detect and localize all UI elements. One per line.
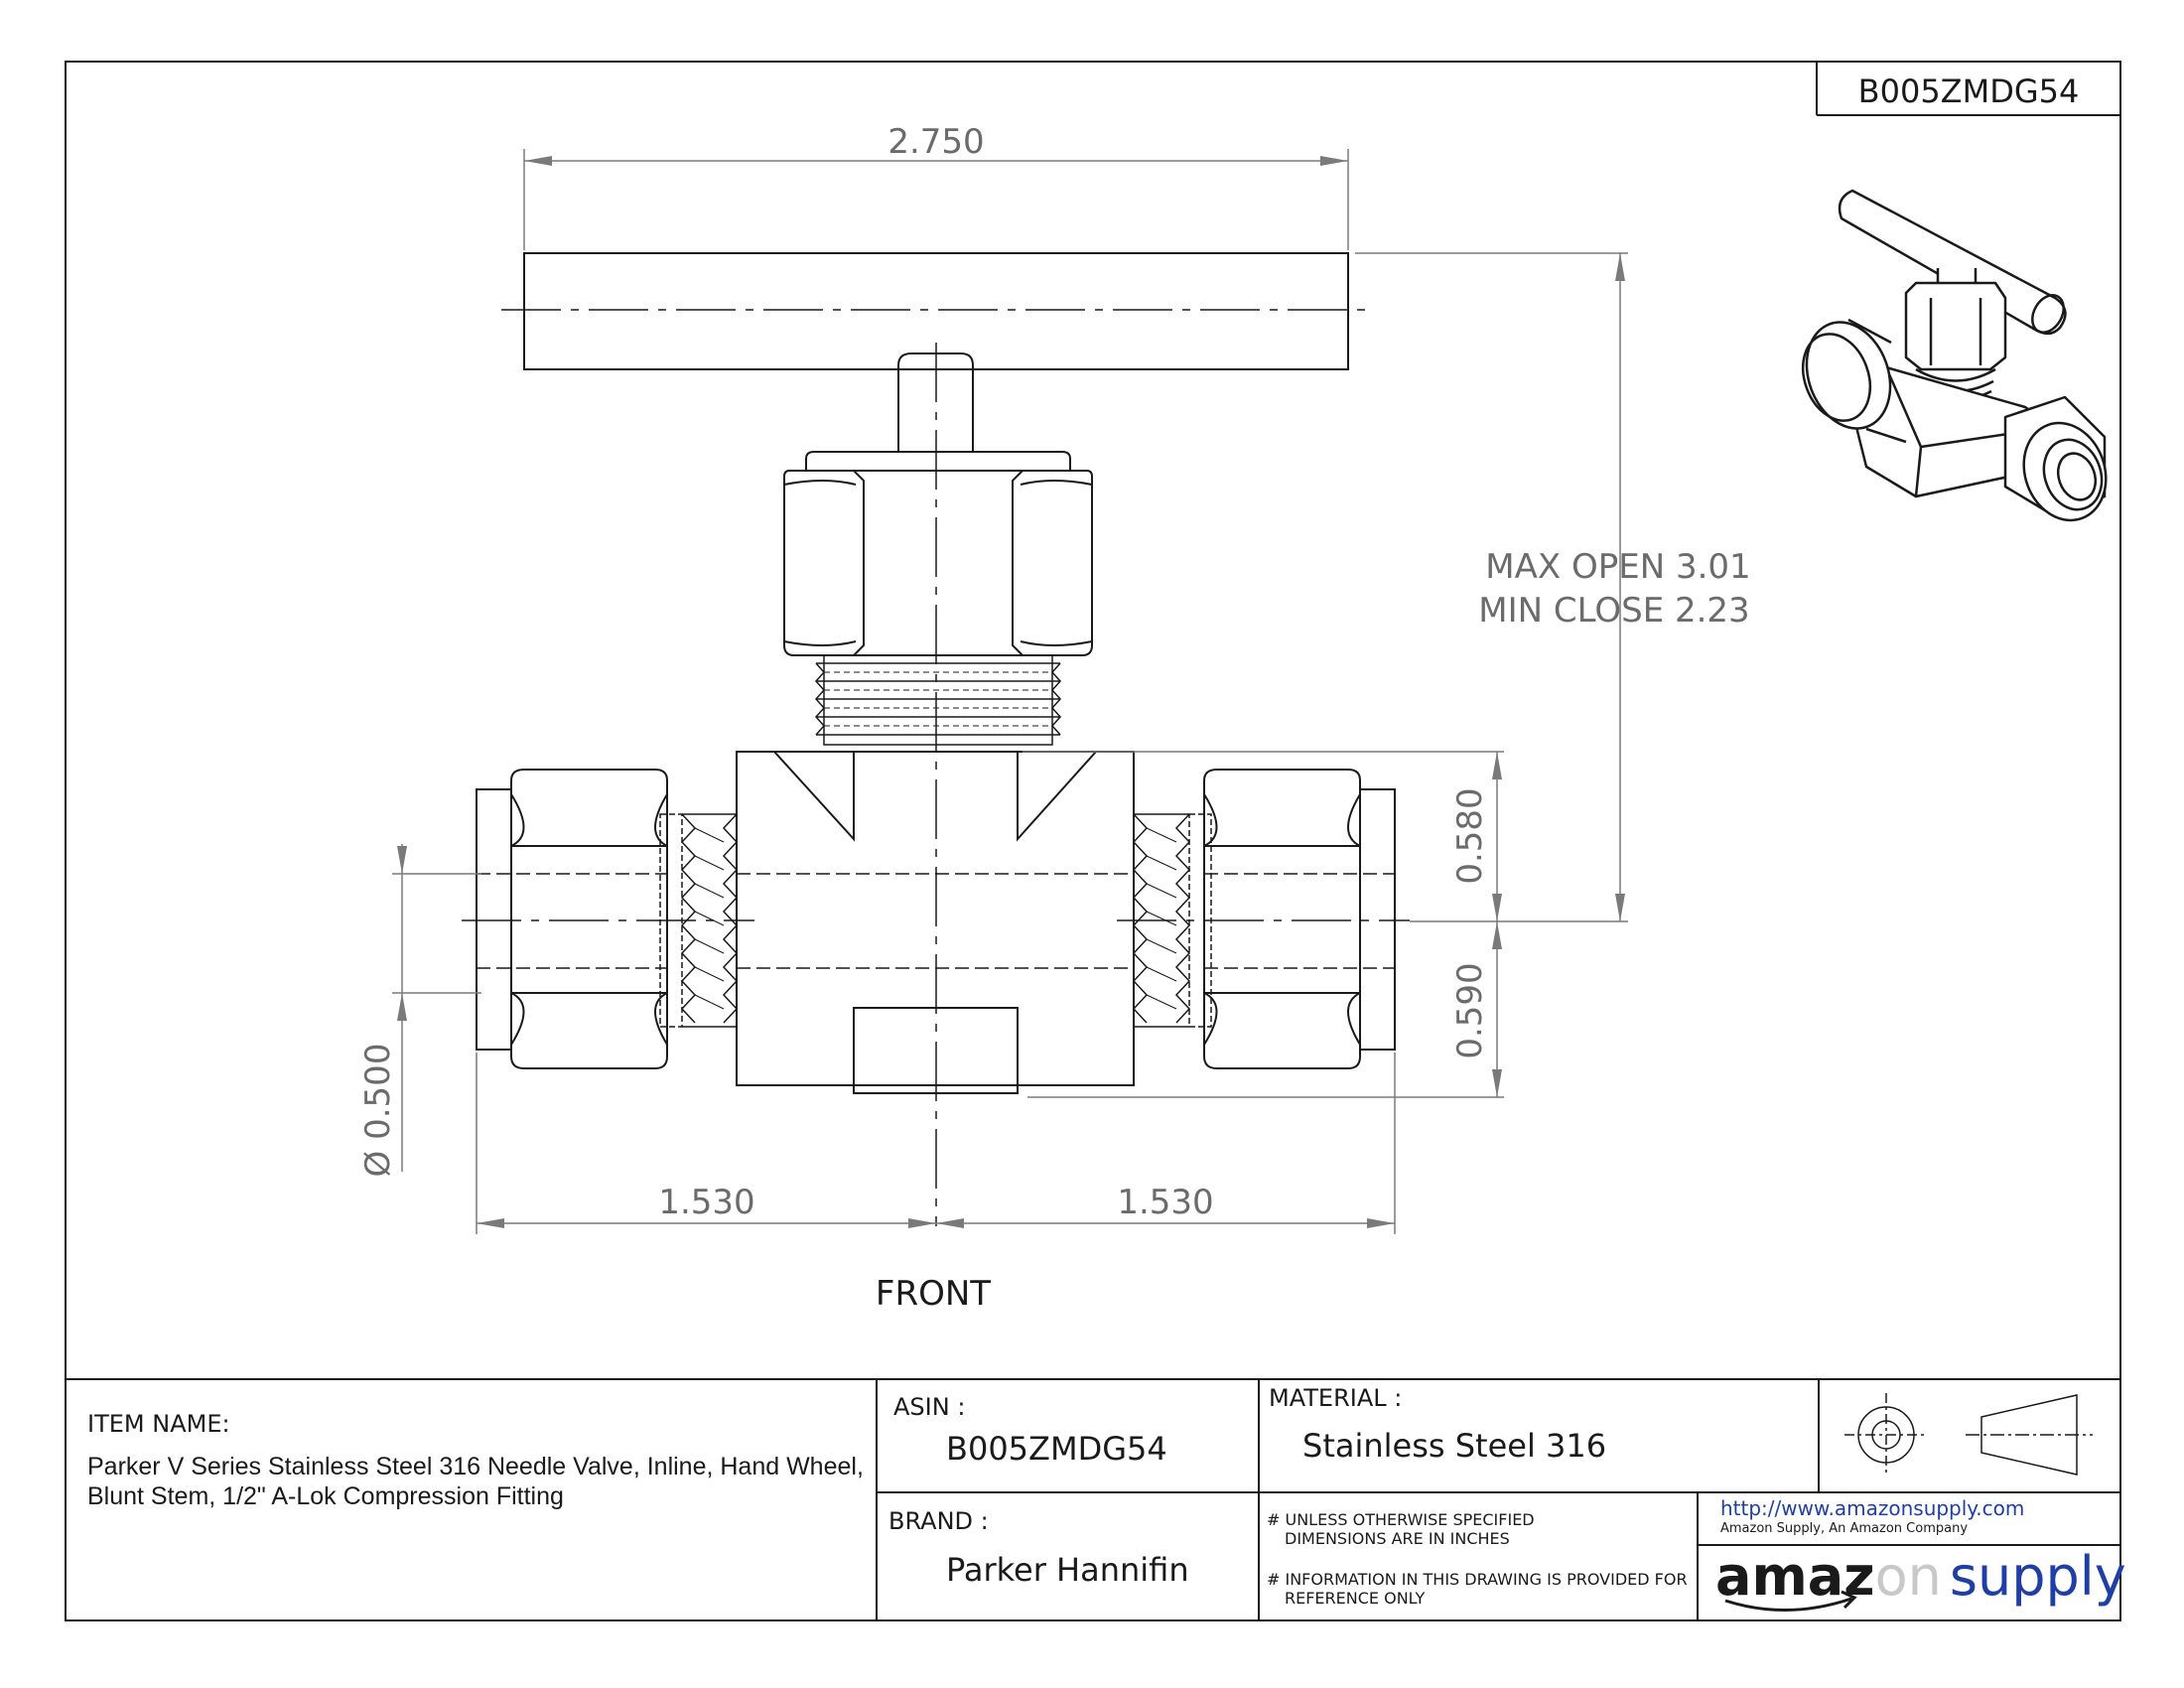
right-fitting [477,769,1396,1069]
note-units-line2: DIMENSIONS ARE IN INCHES [1285,1529,1510,1548]
hex-nut [783,470,1093,656]
bonnet-threads [814,654,1062,746]
dim-right-length: 1.530 [1117,1183,1213,1222]
material-value: Stainless Steel 316 [1302,1427,1607,1465]
note-units-line1: # UNLESS OTHERWISE SPECIFIED [1267,1510,1535,1529]
brand-label: BRAND : [888,1507,989,1535]
part-id-box: B005ZMDG54 [1816,62,2120,116]
center-lines [462,309,1410,1226]
asin-label: ASIN : [893,1393,966,1421]
dim-upper-height: 0.580 [1450,787,1490,884]
stem [897,352,974,453]
valve-isometric-view [1801,189,2108,522]
sheet-border [65,61,2121,1621]
valve-body [736,751,1135,1094]
item-name-line2: Blunt Stem, 1/2" A-Lok Compression Fitti… [87,1482,564,1510]
logo-supply: supply [1949,1545,2126,1608]
logo-on: on [1874,1545,1942,1608]
projection-symbol-icon [1844,1393,2093,1477]
dim-lower-height: 0.590 [1450,962,1490,1058]
dimension-lines [392,149,1628,1234]
note-reference-line1: # INFORMATION IN THIS DRAWING IS PROVIDE… [1267,1570,1688,1589]
dim-tube-diameter: Ø 0.500 [358,1044,398,1178]
asin-value: B005ZMDG54 [946,1430,1167,1468]
amazon-smile-icon [1724,1597,1852,1612]
website-link[interactable]: http://www.amazonsupply.com [1720,1496,2025,1520]
left-fitting [476,769,739,1069]
brand-value: Parker Hannifin [946,1551,1189,1589]
company-tagline: Amazon Supply, An Amazon Company [1720,1521,1969,1536]
item-name-label: ITEM NAME: [87,1410,230,1438]
dim-min-close: MIN CLOSE 2.23 [1478,591,1749,631]
dim-left-length: 1.530 [658,1183,754,1222]
washer [805,451,1071,472]
title-block-grid [66,1378,2120,1620]
material-label: MATERIAL : [1269,1384,1403,1412]
part-id-text: B005ZMDG54 [1858,72,2080,110]
dim-handle-width: 2.750 [887,122,984,162]
note-reference-line2: REFERENCE ONLY [1285,1589,1426,1608]
dimension-labels: 2.750 MAX OPEN 3.01 MIN CLOSE 2.23 0.580… [358,122,1751,1314]
amazon-arrow-icon [1841,1590,1857,1610]
dim-max-open: MAX OPEN 3.01 [1485,547,1750,587]
view-label: FRONT [876,1274,991,1314]
logo-amaz: amaz [1715,1545,1875,1608]
item-name-line1: Parker V Series Stainless Steel 316 Need… [87,1453,864,1480]
